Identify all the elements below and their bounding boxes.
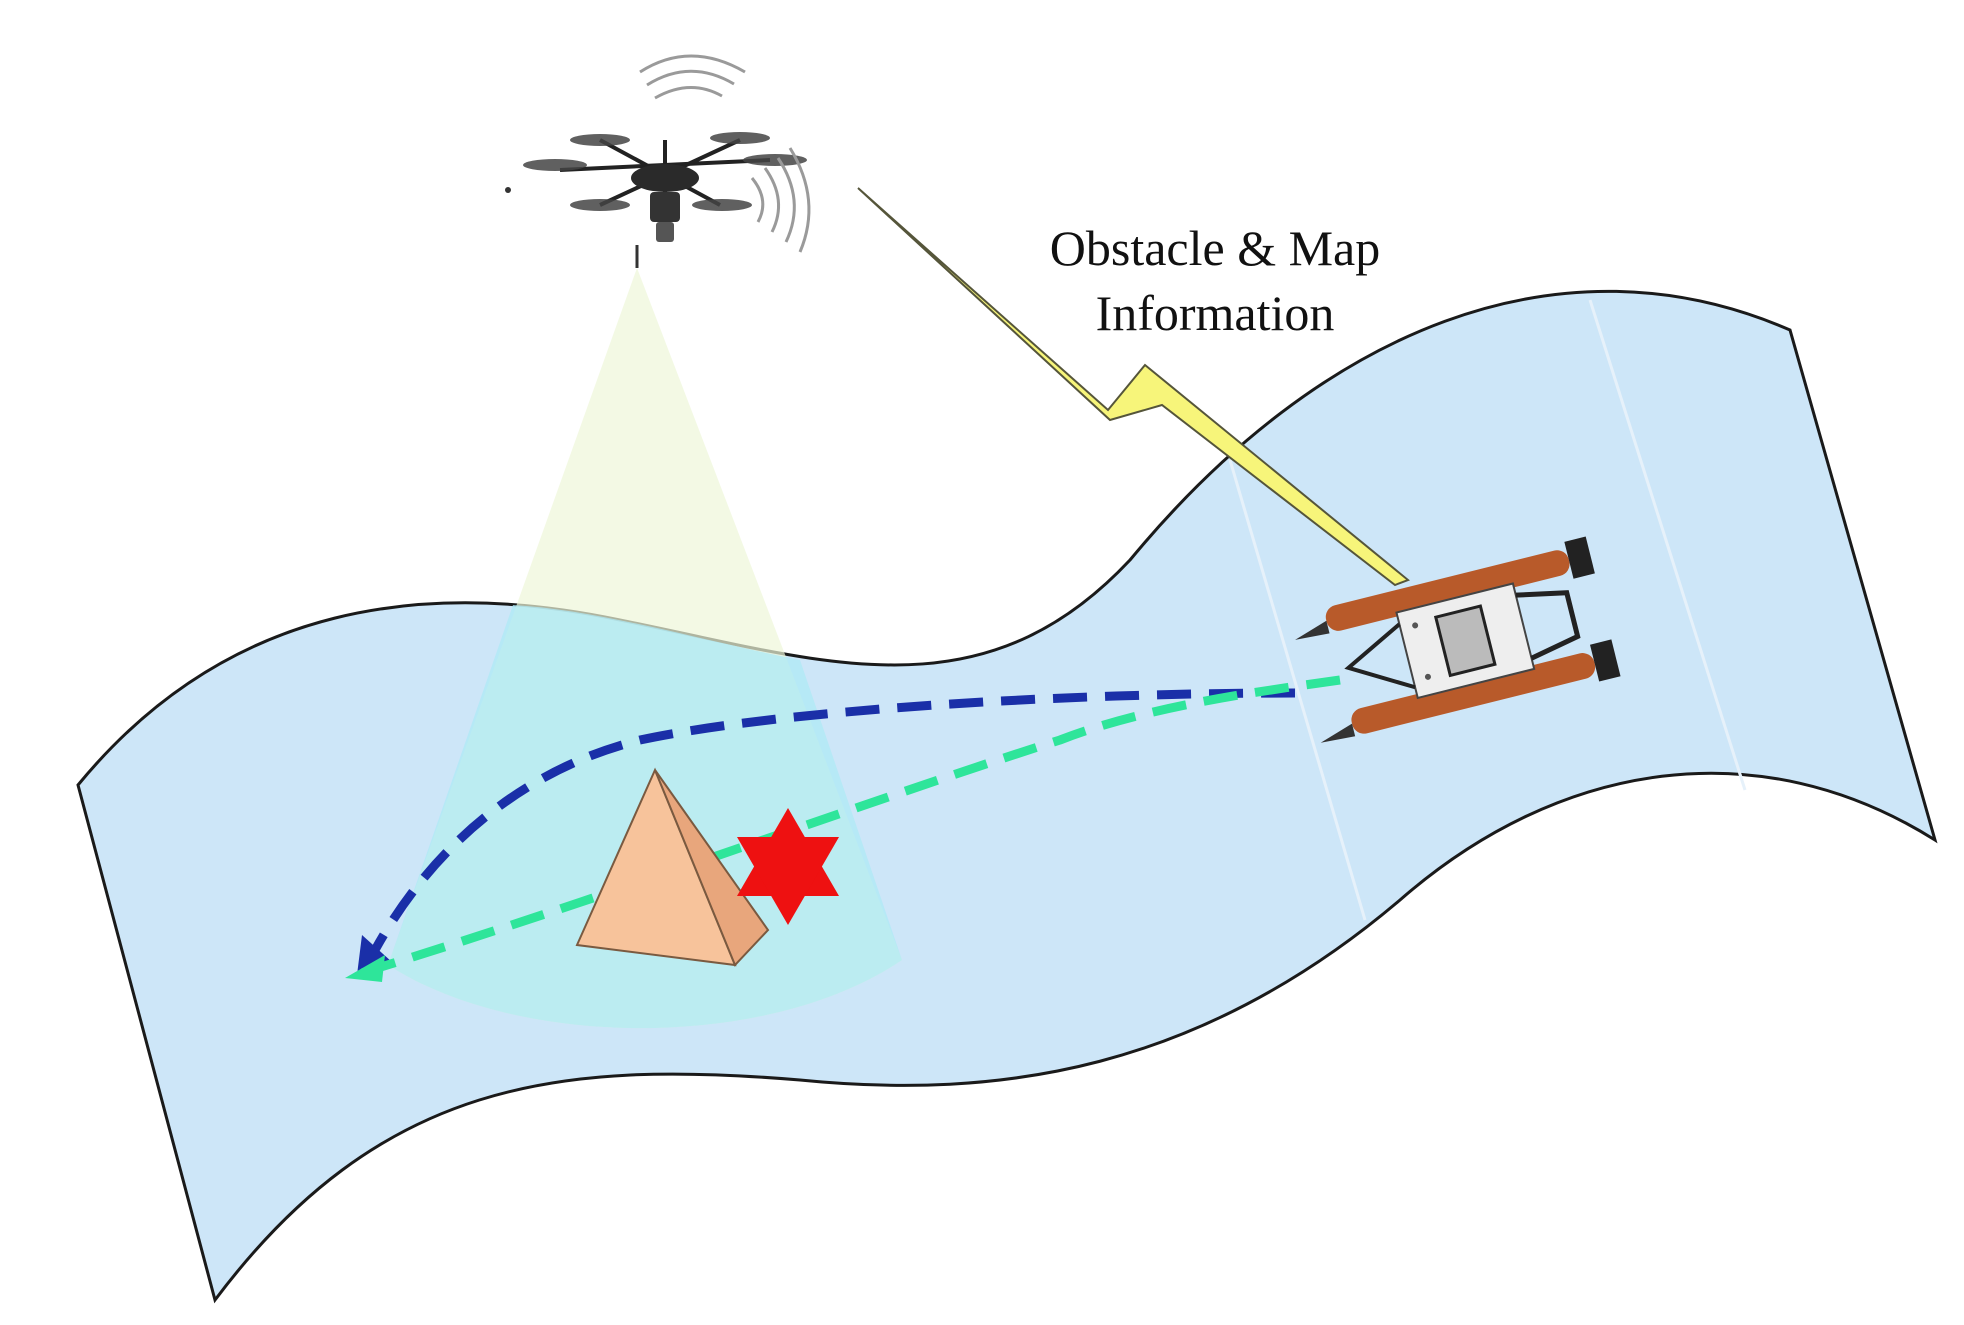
water-surface — [78, 291, 1935, 1300]
link-label-line-1: Obstacle & Map — [1050, 220, 1380, 276]
link-label-line-2: Information — [1096, 285, 1335, 341]
